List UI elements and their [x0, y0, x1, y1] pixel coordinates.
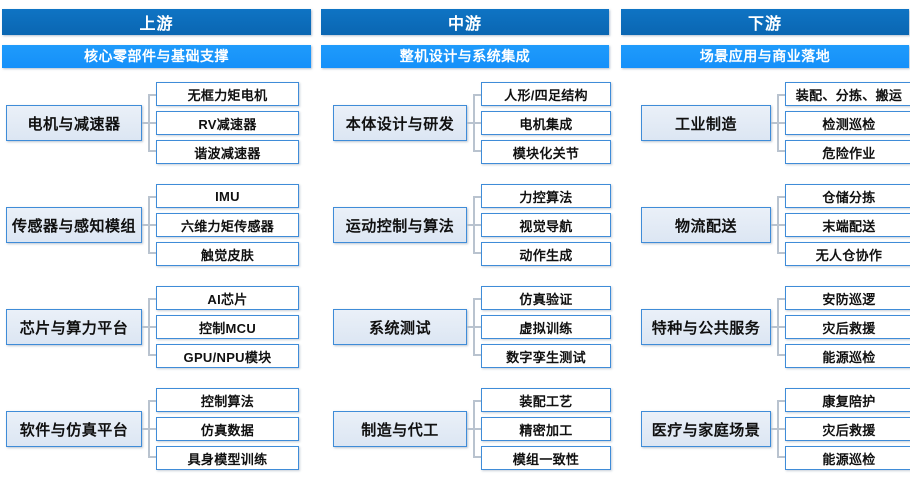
- group-list-downstream: 工业制造 装配、分拣、搬运 检测巡检 危险作业 物流配送 仓: [621, 80, 910, 488]
- child-node[interactable]: 力控算法: [481, 184, 611, 208]
- bracket-connector-icon: [771, 87, 785, 159]
- child-node-list: AI芯片 控制MCU GPU/NPU模块: [156, 286, 299, 368]
- group-row: 物流配送 仓储分拣 末端配送 无人仓协作: [621, 182, 910, 268]
- bracket-connector-icon: [142, 393, 156, 465]
- child-node-list: 控制算法 仿真数据 具身模型训练: [156, 388, 299, 470]
- child-node[interactable]: RV减速器: [156, 111, 299, 135]
- parent-node[interactable]: 医疗与家庭场景: [641, 411, 771, 447]
- child-node[interactable]: 视觉导航: [481, 213, 611, 237]
- child-node[interactable]: 能源巡检: [785, 344, 910, 368]
- child-node[interactable]: 控制MCU: [156, 315, 299, 339]
- bracket-connector-icon: [467, 87, 481, 159]
- child-node[interactable]: 安防巡逻: [785, 286, 910, 310]
- child-node[interactable]: 末端配送: [785, 213, 910, 237]
- tier-subtitle-midstream: 整机设计与系统集成: [321, 44, 609, 68]
- child-node[interactable]: 控制算法: [156, 388, 299, 412]
- parent-node[interactable]: 特种与公共服务: [641, 309, 771, 345]
- group-list-midstream: 本体设计与研发 人形/四足结构 电机集成 模块化关节 运动控制与算法: [321, 80, 611, 488]
- group-row: 运动控制与算法 力控算法 视觉导航 动作生成: [321, 182, 611, 268]
- bracket-connector-icon: [771, 291, 785, 363]
- group-row: 电机与减速器 无框力矩电机 RV减速器 谐波减速器: [2, 80, 311, 166]
- parent-node[interactable]: 运动控制与算法: [333, 207, 467, 243]
- child-node[interactable]: 谐波减速器: [156, 140, 299, 164]
- child-node[interactable]: 能源巡检: [785, 446, 910, 470]
- group-row: 工业制造 装配、分拣、搬运 检测巡检 危险作业: [621, 80, 910, 166]
- child-node[interactable]: 虚拟训练: [481, 315, 611, 339]
- child-node[interactable]: 仓储分拣: [785, 184, 910, 208]
- tier-subtitle-upstream: 核心零部件与基础支撑: [2, 44, 311, 68]
- group-row: 传感器与感知模组 IMU 六维力矩传感器 触觉皮肤: [2, 182, 311, 268]
- child-node[interactable]: 检测巡检: [785, 111, 910, 135]
- child-node[interactable]: 灾后救援: [785, 315, 910, 339]
- group-row: 特种与公共服务 安防巡逻 灾后救援 能源巡检: [621, 284, 910, 370]
- child-node[interactable]: 仿真验证: [481, 286, 611, 310]
- child-node[interactable]: AI芯片: [156, 286, 299, 310]
- child-node-list: 人形/四足结构 电机集成 模块化关节: [481, 82, 611, 164]
- tier-header-upstream: 上游: [2, 9, 311, 35]
- child-node[interactable]: GPU/NPU模块: [156, 344, 299, 368]
- child-node[interactable]: 触觉皮肤: [156, 242, 299, 266]
- child-node[interactable]: 装配工艺: [481, 388, 611, 412]
- child-node-list: 力控算法 视觉导航 动作生成: [481, 184, 611, 266]
- tier-header-downstream: 下游: [621, 9, 909, 35]
- child-node[interactable]: 动作生成: [481, 242, 611, 266]
- child-node-list: 康复陪护 灾后救援 能源巡检: [785, 388, 910, 470]
- group-row: 芯片与算力平台 AI芯片 控制MCU GPU/NPU模块: [2, 284, 311, 370]
- parent-node[interactable]: 物流配送: [641, 207, 771, 243]
- child-node[interactable]: IMU: [156, 184, 299, 208]
- child-node[interactable]: 数字孪生测试: [481, 344, 611, 368]
- bracket-connector-icon: [142, 87, 156, 159]
- bracket-connector-icon: [467, 189, 481, 261]
- child-node-list: 安防巡逻 灾后救援 能源巡检: [785, 286, 910, 368]
- parent-node[interactable]: 电机与减速器: [6, 105, 142, 141]
- bracket-connector-icon: [142, 189, 156, 261]
- child-node-list: 装配工艺 精密加工 模组一致性: [481, 388, 611, 470]
- group-row: 本体设计与研发 人形/四足结构 电机集成 模块化关节: [321, 80, 611, 166]
- child-node-list: 装配、分拣、搬运 检测巡检 危险作业: [785, 82, 910, 164]
- child-node[interactable]: 模组一致性: [481, 446, 611, 470]
- column-downstream: 下游 场景应用与商业落地 工业制造 装配、分拣、搬运 检测巡检 危险作业 物流配…: [621, 0, 910, 488]
- tier-subtitle-downstream: 场景应用与商业落地: [621, 44, 909, 68]
- child-node[interactable]: 精密加工: [481, 417, 611, 441]
- parent-node[interactable]: 芯片与算力平台: [6, 309, 142, 345]
- tier-header-midstream: 中游: [321, 9, 609, 35]
- child-node[interactable]: 无人仓协作: [785, 242, 910, 266]
- child-node[interactable]: 模块化关节: [481, 140, 611, 164]
- child-node[interactable]: 电机集成: [481, 111, 611, 135]
- bracket-connector-icon: [771, 393, 785, 465]
- child-node[interactable]: 灾后救援: [785, 417, 910, 441]
- parent-node[interactable]: 制造与代工: [333, 411, 467, 447]
- group-list-upstream: 电机与减速器 无框力矩电机 RV减速器 谐波减速器 传感器与感知模组: [2, 80, 311, 488]
- column-upstream: 上游 核心零部件与基础支撑 电机与减速器 无框力矩电机 RV减速器 谐波减速器 …: [0, 0, 311, 488]
- child-node[interactable]: 人形/四足结构: [481, 82, 611, 106]
- group-row: 软件与仿真平台 控制算法 仿真数据 具身模型训练: [2, 386, 311, 472]
- parent-node[interactable]: 系统测试: [333, 309, 467, 345]
- child-node[interactable]: 装配、分拣、搬运: [785, 82, 910, 106]
- parent-node[interactable]: 软件与仿真平台: [6, 411, 142, 447]
- child-node-list: 仿真验证 虚拟训练 数字孪生测试: [481, 286, 611, 368]
- group-row: 医疗与家庭场景 康复陪护 灾后救援 能源巡检: [621, 386, 910, 472]
- bracket-connector-icon: [467, 291, 481, 363]
- child-node[interactable]: 具身模型训练: [156, 446, 299, 470]
- column-midstream: 中游 整机设计与系统集成 本体设计与研发 人形/四足结构 电机集成 模块化关节 …: [321, 0, 611, 488]
- child-node[interactable]: 仿真数据: [156, 417, 299, 441]
- bracket-connector-icon: [771, 189, 785, 261]
- parent-node[interactable]: 工业制造: [641, 105, 771, 141]
- child-node[interactable]: 六维力矩传感器: [156, 213, 299, 237]
- group-row: 系统测试 仿真验证 虚拟训练 数字孪生测试: [321, 284, 611, 370]
- child-node[interactable]: 康复陪护: [785, 388, 910, 412]
- parent-node[interactable]: 传感器与感知模组: [6, 207, 142, 243]
- bracket-connector-icon: [142, 291, 156, 363]
- child-node[interactable]: 危险作业: [785, 140, 910, 164]
- group-row: 制造与代工 装配工艺 精密加工 模组一致性: [321, 386, 611, 472]
- child-node-list: IMU 六维力矩传感器 触觉皮肤: [156, 184, 299, 266]
- child-node-list: 仓储分拣 末端配送 无人仓协作: [785, 184, 910, 266]
- bracket-connector-icon: [467, 393, 481, 465]
- child-node[interactable]: 无框力矩电机: [156, 82, 299, 106]
- parent-node[interactable]: 本体设计与研发: [333, 105, 467, 141]
- child-node-list: 无框力矩电机 RV减速器 谐波减速器: [156, 82, 299, 164]
